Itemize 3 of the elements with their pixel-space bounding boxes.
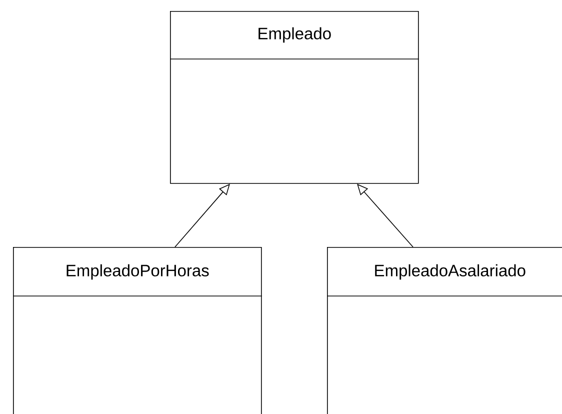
- class-box: EmpleadoPorHoras: [12, 246, 262, 414]
- class-box: Empleado: [170, 11, 420, 184]
- class-box: EmpleadoAsalariado: [326, 246, 562, 414]
